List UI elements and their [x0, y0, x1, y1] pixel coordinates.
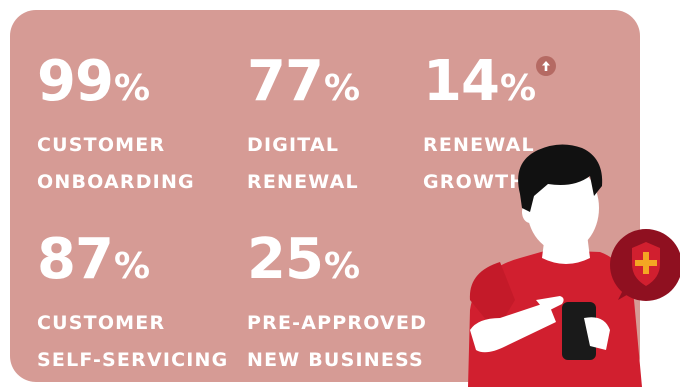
stat-value: 87% — [37, 232, 228, 295]
stat-unit: % — [113, 68, 150, 109]
stat-unit: % — [499, 68, 536, 109]
stat-unit: % — [323, 246, 360, 287]
stat-label: PRE-APPROVED NEW BUSINESS — [247, 305, 427, 379]
stat-value: 77% — [247, 54, 360, 117]
stat-label-line: DIGITAL — [247, 134, 340, 156]
stat-label: DIGITAL RENEWAL — [247, 127, 359, 201]
stat-label-line: RENEWAL — [423, 134, 535, 156]
stat-number: 99 — [37, 49, 114, 114]
stat-label-line: NEW BUSINESS — [247, 349, 424, 371]
stat-label-line: CUSTOMER — [37, 134, 166, 156]
stat-value: 25% — [247, 232, 427, 295]
stat-renewal-growth: 14% RENEWAL GROWTH — [423, 54, 536, 201]
stat-customer-self-servicing: 87% CUSTOMER SELF-SERVICING — [37, 232, 228, 379]
stat-label-line: ONBOARDING — [37, 171, 195, 193]
arrow-up-icon — [536, 56, 556, 76]
stat-digital-renewal: 77% DIGITAL RENEWAL — [247, 54, 360, 201]
stat-label-line: GROWTH — [423, 171, 527, 193]
stat-label: CUSTOMER SELF-SERVICING — [37, 305, 228, 379]
stat-number: 25 — [247, 227, 324, 292]
stat-label-line: PRE-APPROVED — [247, 312, 428, 334]
stat-unit: % — [113, 246, 150, 287]
stat-value: 14% — [423, 54, 536, 117]
stat-number: 77 — [247, 49, 324, 114]
stat-label-line: SELF-SERVICING — [37, 349, 229, 371]
stat-number: 87 — [37, 227, 114, 292]
stat-customer-onboarding: 99% CUSTOMER ONBOARDING — [37, 54, 195, 201]
stat-label: RENEWAL GROWTH — [423, 127, 535, 201]
stat-unit: % — [323, 68, 360, 109]
stat-label-line: CUSTOMER — [37, 312, 166, 334]
stat-pre-approved-new-business: 25% PRE-APPROVED NEW BUSINESS — [247, 232, 427, 379]
stat-label: CUSTOMER ONBOARDING — [37, 127, 195, 201]
stat-label-line: RENEWAL — [247, 171, 359, 193]
arrow-up-glyph — [542, 61, 550, 71]
stat-number: 14 — [423, 49, 500, 114]
stat-value: 99% — [37, 54, 195, 117]
